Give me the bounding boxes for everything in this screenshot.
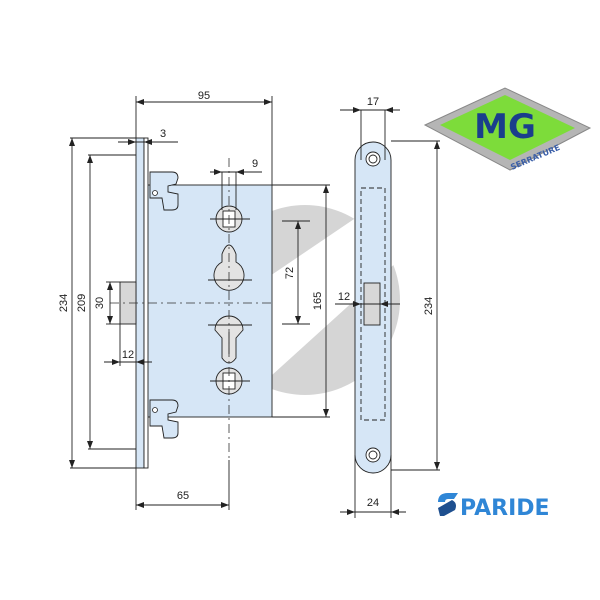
lock-case [145,184,273,418]
paride-text: PARIDE [460,496,550,521]
paride-s-icon [438,493,458,516]
mg-letters: MG [474,107,536,147]
dim-strike-thickness: 17 [367,96,379,108]
lock-body [110,137,273,469]
dim-strike-height: 234 [423,297,435,315]
dim-strike-projection: 12 [338,291,350,303]
dim-case-height: 165 [312,292,324,310]
dim-strike-width: 24 [367,497,379,509]
dim-body-height: 209 [76,294,88,312]
dim-latch-projection: 12 [122,349,134,361]
dim-backset: 65 [177,490,189,502]
dim-latch-height: 30 [94,297,106,309]
bottom-hook [149,399,179,439]
top-hook [149,171,179,211]
dim-faceplate-height: 234 [58,294,70,312]
strike-dimension-lines [335,107,440,518]
dim-keyhole-width: 9 [252,158,258,170]
strike-plate [354,141,392,474]
dim-faceplate-thickness: 3 [160,128,166,140]
mg-serrature-logo: MG SERRATURE [423,87,592,172]
dim-body-width: 95 [198,90,210,102]
dim-keyhole-spacing: 72 [284,267,296,279]
paride-logo: PARIDE [438,493,550,521]
dimension-lines [69,96,330,510]
